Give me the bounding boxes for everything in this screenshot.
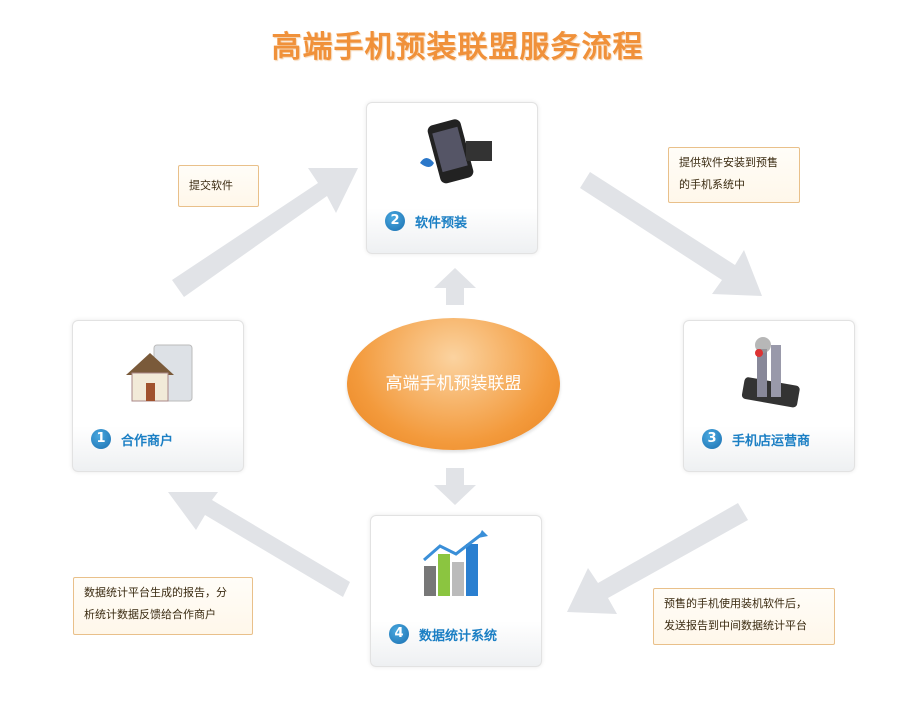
bar-chart-icon	[423, 530, 488, 596]
callout-line: 析统计数据反馈给合作商户	[84, 608, 216, 621]
arrow-1-to-2	[172, 168, 358, 297]
callout-submit: 提交软件	[178, 165, 259, 207]
callout-install: 提供软件安装到预售的手机系统中	[668, 147, 800, 203]
callout-line: 数据统计平台生成的报告，分	[84, 586, 227, 599]
phone-media-icon	[420, 119, 492, 184]
arrow-3-to-4	[567, 503, 748, 614]
callout-line: 预售的手机使用装机软件后，	[664, 597, 807, 610]
step-label: 软件预装	[415, 215, 468, 231]
step-card-1[interactable]: 1 合作商户	[72, 320, 244, 472]
step-label: 数据统计系统	[419, 628, 498, 644]
arrow-2-to-3	[580, 172, 762, 296]
phone-city-icon	[741, 337, 800, 408]
step-card-3[interactable]: 3 手机店运营商	[683, 320, 855, 472]
callout-report: 预售的手机使用装机软件后， 发送报告到中间数据统计平台	[653, 588, 835, 645]
step-label: 手机店运营商	[732, 433, 811, 449]
step-card-4[interactable]: 4 数据统计系统	[370, 515, 542, 667]
callout-line: 提供软件安装到预售	[679, 156, 778, 169]
arrow-4-to-1	[168, 492, 350, 597]
callout-line: 的手机系统中	[679, 178, 745, 191]
step-number: 2	[385, 211, 405, 231]
arrow-center-up	[434, 268, 476, 305]
step-number: 4	[389, 624, 409, 644]
arrow-center-down	[434, 468, 476, 505]
step-card-2[interactable]: 2 软件预装	[366, 102, 538, 254]
callout-feedback: 数据统计平台生成的报告，分析统计数据反馈给合作商户	[73, 577, 253, 635]
step-number: 3	[702, 429, 722, 449]
step-number: 1	[91, 429, 111, 449]
center-hub: 高端手机预装联盟	[347, 318, 560, 450]
page-title: 高端手机预装联盟服务流程	[271, 30, 644, 65]
house-folder-icon	[126, 344, 193, 402]
step-label: 合作商户	[121, 433, 174, 449]
callout-line: 发送报告到中间数据统计平台	[664, 619, 807, 632]
callout-text: 提交软件	[189, 179, 233, 192]
